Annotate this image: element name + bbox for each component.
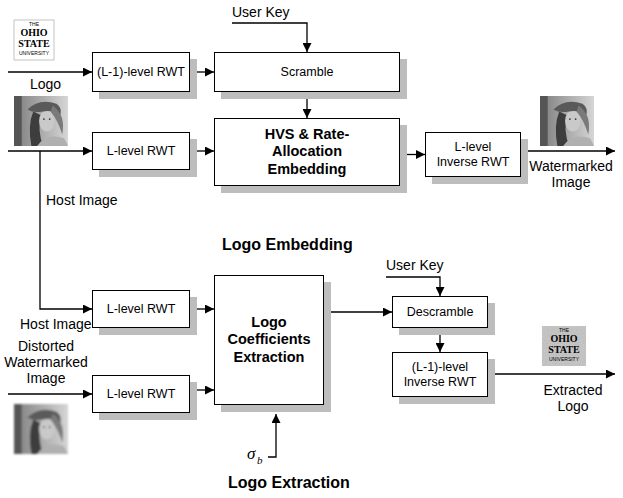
output-arrow: [488, 373, 615, 374]
logo-text: OHIO: [14, 27, 54, 39]
box-text: (L-1)-level RWT: [97, 65, 185, 80]
box-text: (L-1)-level Inverse RWT: [401, 360, 479, 390]
input-arrow: [8, 71, 92, 72]
transform-box: L-level Inverse RWT: [425, 132, 521, 177]
input-label: Host Image: [46, 192, 118, 208]
flow-arrow: [439, 328, 440, 352]
section-title: Logo Embedding: [222, 236, 353, 254]
input-arrow: [8, 150, 92, 151]
input-arrow: [8, 393, 92, 394]
extracted-logo-picture: [542, 326, 586, 366]
process-box: Logo Coefficients Extraction: [214, 275, 324, 405]
box-text: Scramble: [281, 65, 334, 80]
input-label: Host Image: [20, 316, 92, 332]
box-text: HVS & Rate-Allocation Embedding: [247, 126, 367, 178]
box-text: L-level Inverse RWT: [434, 140, 512, 170]
box-text: Descramble: [407, 305, 474, 320]
parameter-symbol: σ: [247, 444, 255, 464]
output-label: Extracted Logo: [528, 382, 618, 414]
logo-text: STATE: [542, 344, 586, 356]
distorted-image-picture: [14, 404, 68, 454]
input-arrow: [40, 151, 92, 309]
process-box: Descramble: [392, 296, 488, 328]
key-arrow: [386, 277, 440, 296]
key-arrow: [232, 23, 307, 52]
key-label: User Key: [232, 4, 290, 20]
box-text: Logo Coefficients Extraction: [219, 314, 319, 366]
host-image-picture: [14, 96, 68, 146]
box-text: L-level RWT: [107, 144, 176, 159]
input-label: Distorted Watermarked Image: [0, 338, 92, 386]
transform-box: L-level RWT: [92, 375, 190, 413]
key-label: User Key: [386, 257, 444, 273]
flow-arrow: [306, 92, 307, 118]
logo-text: UNIVERSITY: [14, 51, 54, 57]
flow-arrow: [190, 389, 214, 390]
transform-box: (L-1)-level RWT: [92, 52, 190, 92]
box-text: L-level RWT: [107, 387, 176, 402]
logo-text: OHIO: [542, 333, 586, 345]
output-label: Watermarked Image: [524, 158, 618, 190]
process-box: Scramble: [214, 52, 400, 92]
transform-box: (L-1)-level Inverse RWT: [392, 352, 488, 397]
section-title: Logo Extraction: [228, 474, 350, 492]
transform-box: L-level RWT: [92, 132, 190, 170]
flow-arrow: [324, 311, 392, 312]
flow-arrow: [190, 308, 214, 309]
parameter-subscript: b: [257, 454, 263, 467]
flow-arrow: [190, 71, 214, 72]
extracted-logo-noise: [542, 326, 586, 366]
logo-picture: [14, 20, 54, 60]
output-arrow: [521, 150, 615, 151]
flow-arrow: [400, 154, 425, 155]
process-box: HVS & Rate-Allocation Embedding: [214, 118, 400, 186]
flow-arrow: [190, 150, 214, 151]
transform-box: L-level RWT: [92, 290, 190, 328]
logo-text: THE: [14, 22, 54, 28]
parameter-arrow: [268, 414, 276, 457]
logo-text: THE: [542, 328, 586, 334]
logo-text: STATE: [14, 38, 54, 50]
logo-text: UNIVERSITY: [542, 357, 586, 363]
watermarked-image-picture: [540, 96, 594, 146]
box-text: L-level RWT: [107, 302, 176, 317]
input-label: Logo: [30, 76, 61, 92]
